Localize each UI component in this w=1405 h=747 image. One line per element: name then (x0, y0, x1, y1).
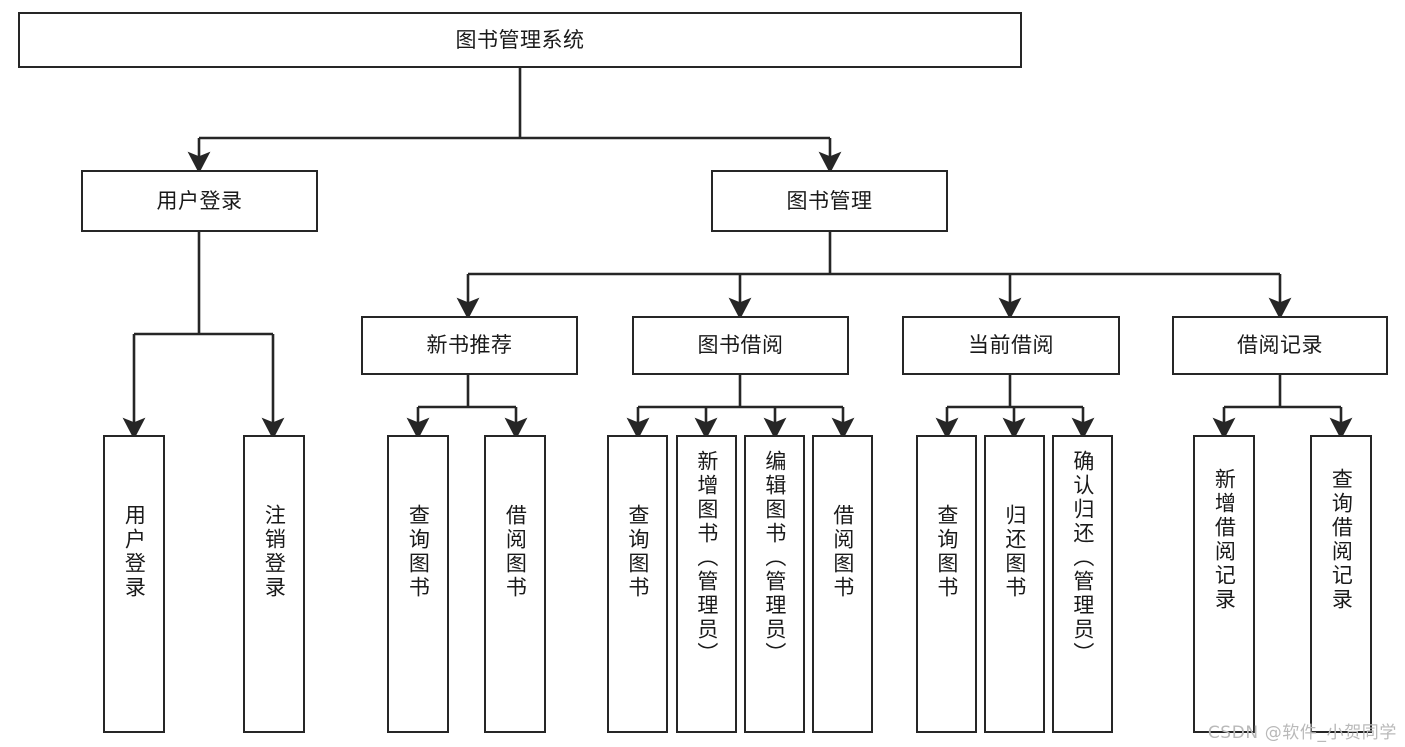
node-label-leaf-borrow-lend: 借阅图书 (830, 504, 855, 600)
node-book-borrow[interactable]: 图书借阅 (632, 316, 849, 375)
node-current-borrow[interactable]: 当前借阅 (902, 316, 1120, 375)
node-leaf-user-login[interactable]: 用户登录 (103, 435, 165, 733)
node-label-book-management: 图书管理 (786, 188, 873, 213)
node-label-leaf-record-add: 新增借阅记录 (1212, 468, 1237, 612)
node-label-user-login: 用户登录 (156, 188, 243, 213)
connector-newbook-to-leaves (406, 375, 528, 440)
node-leaf-newbook-borrow[interactable]: 借阅图书 (484, 435, 546, 733)
node-new-book-recommend[interactable]: 新书推荐 (361, 316, 578, 375)
node-leaf-record-query[interactable]: 查询借阅记录 (1310, 435, 1372, 733)
node-label-leaf-borrow-query: 查询图书 (625, 504, 650, 600)
node-leaf-newbook-query[interactable]: 查询图书 (387, 435, 449, 733)
connector-login-to-leaves (122, 232, 285, 440)
node-leaf-current-query[interactable]: 查询图书 (916, 435, 977, 733)
node-leaf-user-logout[interactable]: 注销登录 (243, 435, 305, 733)
node-label-leaf-newbook-borrow: 借阅图书 (503, 504, 528, 600)
node-leaf-borrow-lend[interactable]: 借阅图书 (812, 435, 873, 733)
node-label-new-book-recommend: 新书推荐 (426, 333, 513, 358)
node-label-current-borrow: 当前借阅 (968, 333, 1054, 358)
node-book-management[interactable]: 图书管理 (711, 170, 948, 232)
node-label-book-borrow: 图书借阅 (697, 333, 784, 358)
node-leaf-borrow-query[interactable]: 查询图书 (607, 435, 668, 733)
node-label-leaf-user-logout: 注销登录 (262, 504, 287, 600)
node-label-leaf-current-confirm: 确认归还（管理员） (1070, 450, 1095, 666)
connector-bookmgmt-to-level3 (456, 232, 1292, 320)
node-leaf-current-confirm[interactable]: 确认归还（管理员） (1052, 435, 1113, 733)
connector-root-to-level2 (187, 68, 842, 174)
node-label-leaf-newbook-query: 查询图书 (406, 504, 431, 600)
connector-records-to-leaves (1212, 375, 1353, 440)
node-leaf-record-add[interactable]: 新增借阅记录 (1193, 435, 1255, 733)
node-label-leaf-borrow-add: 新增图书（管理员） (694, 450, 719, 666)
node-label-leaf-user-login: 用户登录 (122, 504, 147, 600)
node-label-leaf-record-query: 查询借阅记录 (1329, 468, 1354, 612)
node-label-root-system: 图书管理系统 (455, 27, 585, 52)
node-borrow-records[interactable]: 借阅记录 (1172, 316, 1388, 375)
node-leaf-current-return[interactable]: 归还图书 (984, 435, 1045, 733)
connector-current-to-leaves (935, 375, 1095, 440)
node-user-login[interactable]: 用户登录 (81, 170, 318, 232)
csdn-watermark: CSDN @软件_小贺同学 (1207, 723, 1397, 743)
node-label-leaf-borrow-edit: 编辑图书（管理员） (762, 450, 787, 666)
connector-borrow-to-leaves (626, 375, 855, 440)
node-leaf-borrow-add[interactable]: 新增图书（管理员） (676, 435, 737, 733)
node-label-borrow-records: 借阅记录 (1237, 333, 1323, 358)
node-root-system[interactable]: 图书管理系统 (18, 12, 1022, 68)
node-leaf-borrow-edit[interactable]: 编辑图书（管理员） (744, 435, 805, 733)
node-label-leaf-current-return: 归还图书 (1002, 504, 1027, 600)
node-label-leaf-current-query: 查询图书 (934, 504, 959, 600)
